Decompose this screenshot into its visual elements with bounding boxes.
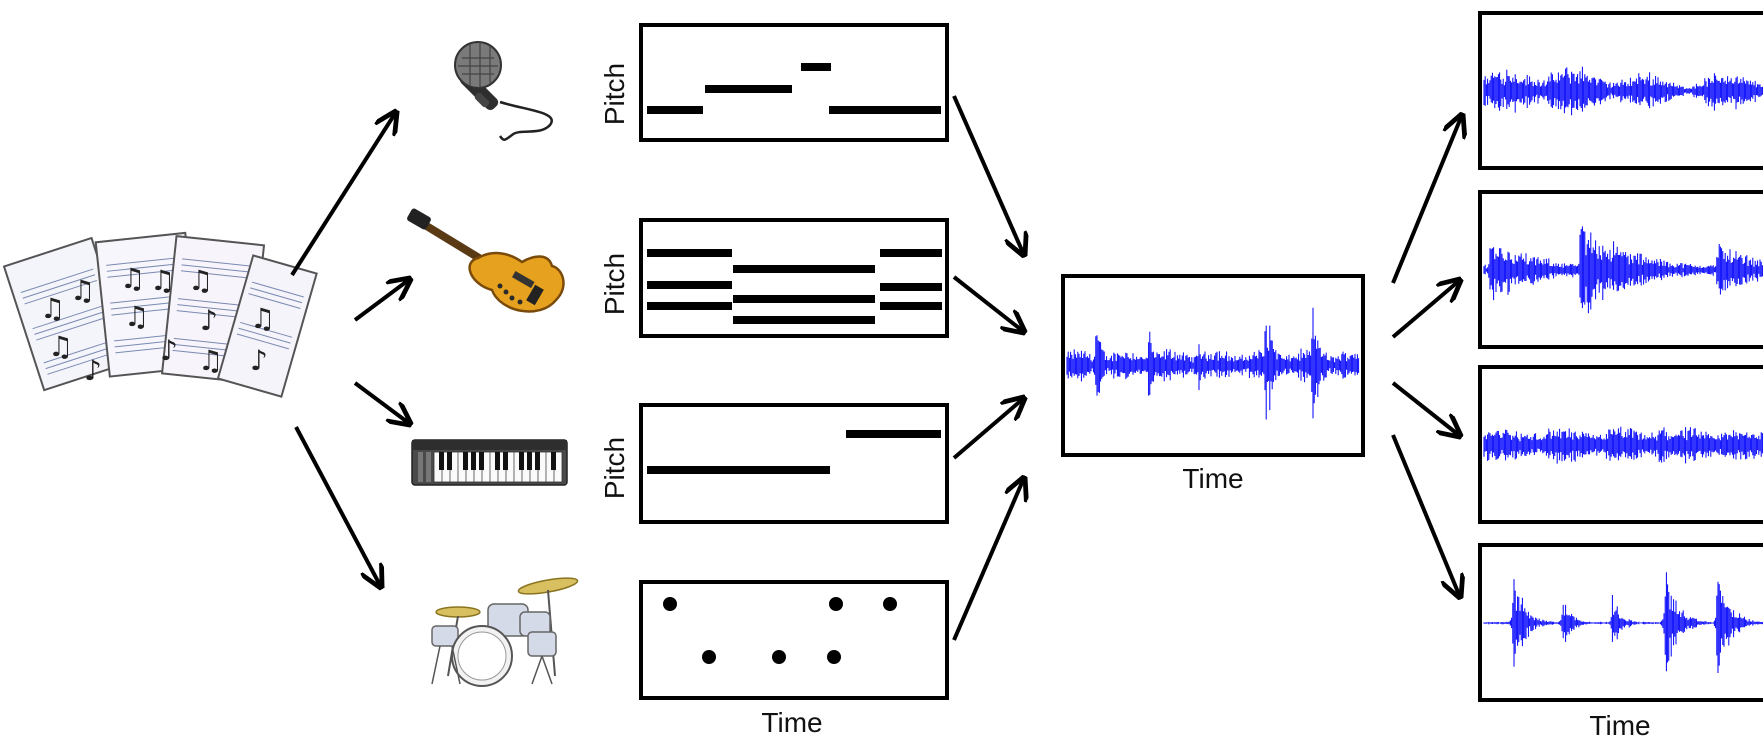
svg-text:♫: ♫ [198,344,223,377]
svg-text:♪: ♪ [160,334,178,367]
onset-dot [772,650,786,664]
note [647,302,732,310]
onset-panel-drums [639,580,949,700]
pitch-axis-label: Pitch [599,437,630,499]
waveform-trace [1483,66,1763,116]
svg-text:♫: ♫ [250,302,275,335]
roll-to-mix-arrows [952,95,1024,641]
svg-text:♪: ♪ [84,354,102,387]
sheet-music-icon: ♫♫ ♫♪ ♫♫ ♫♪ ♫♪ ♫ ♫♪ [2,231,318,398]
piano-roll-vocals [639,23,949,142]
note [647,249,732,257]
piano-roll-keyboard [639,403,949,524]
note [647,466,830,474]
pitch-axis-label: Pitch [599,63,630,125]
arrow-to-drums [294,426,381,587]
microphone-icon [454,41,553,141]
waveform-trace [1066,307,1360,420]
waveform [1066,307,1360,420]
onset-dot [829,597,843,611]
note [829,106,941,114]
svg-text:♫: ♫ [120,262,145,295]
note [705,85,792,93]
waveform-trace [1483,572,1763,673]
source-waveform-guitar [1478,190,1763,349]
onset-dot [702,650,716,664]
guitar-icon [407,208,565,313]
time-axis-label: Time [1589,710,1650,741]
svg-text:♫: ♫ [188,264,213,297]
note [733,265,875,273]
score-to-instrument-arrows [290,112,410,587]
arrow-to-keyboard [353,381,410,424]
waveform [1483,226,1763,314]
mix-to-source-arrows [1391,115,1462,597]
svg-text:♫: ♫ [70,274,95,307]
note [880,302,942,310]
waveform-trace [1483,426,1763,464]
svg-text:♫: ♫ [40,292,65,325]
arrow-to-guitar [353,279,410,322]
waveform-trace [1483,226,1763,314]
note [846,430,941,438]
piano-roll-guitar [639,218,949,338]
source-waveform-vocals [1478,11,1763,170]
note [647,281,732,289]
source-waveform-drums [1478,543,1763,702]
onset-frame [639,580,949,700]
onset-dot [883,597,897,611]
drum-kit-icon [431,577,579,687]
source-waveform-keyboard [1478,365,1763,524]
note [880,249,942,257]
onset-dot [827,650,841,664]
piano-roll-frame [639,403,949,524]
note [801,63,831,71]
time-axis-label: Time [1182,463,1243,494]
pitch-axis-label: Pitch [599,253,630,315]
svg-text:♫: ♫ [124,300,149,333]
piano-roll-frame [639,23,949,142]
waveform [1483,66,1763,116]
waveform [1483,572,1763,673]
svg-text:♪: ♪ [250,344,268,377]
svg-text:♪: ♪ [200,304,218,337]
arrow-to-vocals [290,112,396,277]
note [880,283,942,291]
note [647,106,703,114]
time-axis-label: Time [761,707,822,738]
note [733,295,875,303]
note [733,316,875,324]
waveform [1483,426,1763,464]
keyboard-icon [411,439,568,486]
onset-dot [663,597,677,611]
mixture-waveform-panel: Time [1061,274,1365,494]
svg-text:♫: ♫ [48,330,73,363]
svg-text:♫: ♫ [150,264,175,297]
